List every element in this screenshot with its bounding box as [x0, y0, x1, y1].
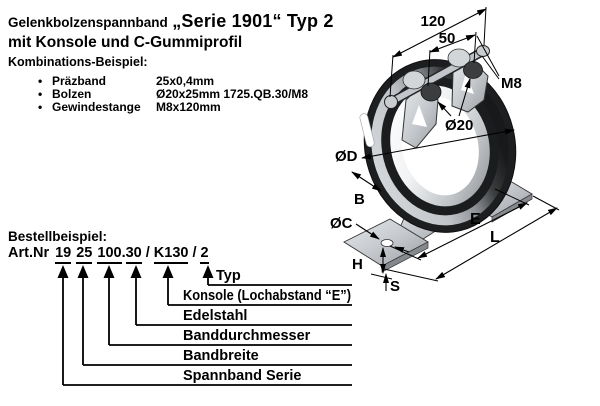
- dim-label-m8: M8: [501, 75, 522, 92]
- dimension-m8: M8: [476, 35, 522, 92]
- artnr-width: 25: [76, 245, 93, 264]
- callout-tree: Typ Konsole (Lochabstand “E”) Edelstahl …: [57, 265, 352, 386]
- left-lug-slot: [412, 105, 427, 127]
- dimension-b: B: [351, 171, 382, 208]
- callout-label: Edelstahl: [183, 308, 247, 324]
- leader-line: [458, 78, 471, 117]
- item-name: Präzband: [52, 74, 107, 88]
- callout-label: Bandbreite: [183, 348, 259, 364]
- callout-label: Typ: [216, 268, 241, 284]
- dim-line: [351, 171, 382, 192]
- title-line1: Gelenkbolzenspannband „Serie 1901“ Typ 2: [8, 11, 334, 32]
- bullet-icon: •: [38, 74, 43, 88]
- dim-label-b: B: [354, 191, 365, 208]
- dim-label-50: 50: [439, 30, 456, 47]
- dimension-od: ØD: [335, 128, 515, 165]
- dimension-oc: ØC: [330, 215, 410, 253]
- ext-line: [389, 54, 394, 98]
- ext-line: [389, 245, 422, 261]
- right-pivot-bolt-face: [463, 61, 483, 79]
- ext-line: [532, 195, 560, 211]
- dim-line: [392, 8, 487, 58]
- list-item: • Bolzen Ø20x25mm 1725.QB.30/M8: [8, 88, 308, 100]
- ext-line: [483, 6, 487, 46]
- ref-line: [370, 273, 393, 280]
- ext-line: [383, 268, 439, 282]
- page-title: Gelenkbolzenspannband „Serie 1901“ Typ 2…: [8, 11, 334, 52]
- bullet-icon: •: [38, 100, 43, 114]
- order-example-heading: Bestellbeispiel:: [8, 229, 108, 244]
- artnr-console: K130: [153, 245, 189, 264]
- dimension-50: 50: [427, 30, 477, 87]
- dimension-h: H: [352, 247, 386, 274]
- artnr-type: 2: [200, 245, 209, 264]
- dim-line: [361, 128, 515, 160]
- title-product-name: Gelenkbolzenspannband: [8, 15, 168, 30]
- artnr-slash: /: [192, 245, 197, 261]
- dim-label-o20: Ø20: [445, 117, 473, 134]
- artnr-slash: /: [145, 245, 150, 261]
- callout-spannband-serie: Spannband Serie: [57, 265, 352, 386]
- leader-line: [476, 35, 500, 77]
- title-series: „Serie 1901“ Typ 2: [172, 11, 334, 31]
- dim-line: [435, 207, 558, 280]
- artnr-series: 19: [55, 245, 72, 264]
- artnr-dot: .: [121, 245, 126, 261]
- dim-label-120: 120: [420, 13, 445, 30]
- callout-edelstahl: Edelstahl: [130, 265, 352, 326]
- leader-line: [437, 101, 452, 117]
- combination-heading: Kombinations-Beispiel:: [8, 55, 148, 69]
- ext-line: [427, 49, 431, 87]
- title-line2: mit Konsole und C-Gummiprofil: [8, 34, 243, 51]
- callout-label: Konsole (Lochabstand “E”): [183, 288, 351, 304]
- dim-label-od: ØD: [335, 148, 358, 165]
- callout-label: Banddurchmesser: [183, 328, 311, 344]
- artnr-steel: 30: [125, 245, 142, 264]
- item-value: 25x0,4mm: [156, 74, 215, 88]
- leader-line: [481, 55, 500, 80]
- item-value: Ø20x25mm 1725.QB.30/M8: [156, 87, 309, 101]
- dimension-s: S: [370, 273, 400, 295]
- leader-line: [355, 223, 380, 240]
- left-pivot-bolt-body: [402, 70, 426, 90]
- dim-line: [429, 34, 476, 53]
- console-left-hole: [380, 239, 394, 247]
- dim-label-h: H: [352, 256, 363, 273]
- item-value: M8x120mm: [156, 100, 221, 114]
- dim-label-oc: ØC: [330, 215, 353, 232]
- dimension-l: L: [383, 195, 560, 282]
- item-name: Gewindestange: [52, 100, 141, 114]
- artnr-diameter: 100: [97, 245, 122, 264]
- callout-banddurchmesser: Banddurchmesser: [103, 265, 352, 346]
- dim-label-e: E: [470, 211, 481, 228]
- dim-label-l: L: [490, 229, 500, 246]
- dimension-120: 120: [389, 6, 487, 98]
- callout-label: Spannband Serie: [183, 368, 301, 384]
- callout-bandbreite: Bandbreite: [77, 265, 352, 366]
- left-pivot-bolt-face: [420, 82, 442, 102]
- dim-label-s: S: [390, 278, 400, 295]
- callout-konsole: Konsole (Lochabstand “E”): [162, 265, 352, 306]
- list-item: • Gewindestange M8x120mm: [8, 101, 308, 113]
- artnr-prefix: Art.Nr: [8, 245, 50, 261]
- rod-ball-end: [384, 95, 398, 109]
- ext-line: [494, 188, 530, 206]
- callout-typ: Typ: [202, 265, 352, 286]
- combination-example: Kombinations-Beispiel: • Präzband 25x0,4…: [8, 55, 308, 113]
- bullet-icon: •: [38, 87, 43, 101]
- leader-line: [394, 246, 410, 253]
- item-name: Bolzen: [52, 87, 92, 101]
- list-item: • Präzband 25x0,4mm: [8, 75, 308, 87]
